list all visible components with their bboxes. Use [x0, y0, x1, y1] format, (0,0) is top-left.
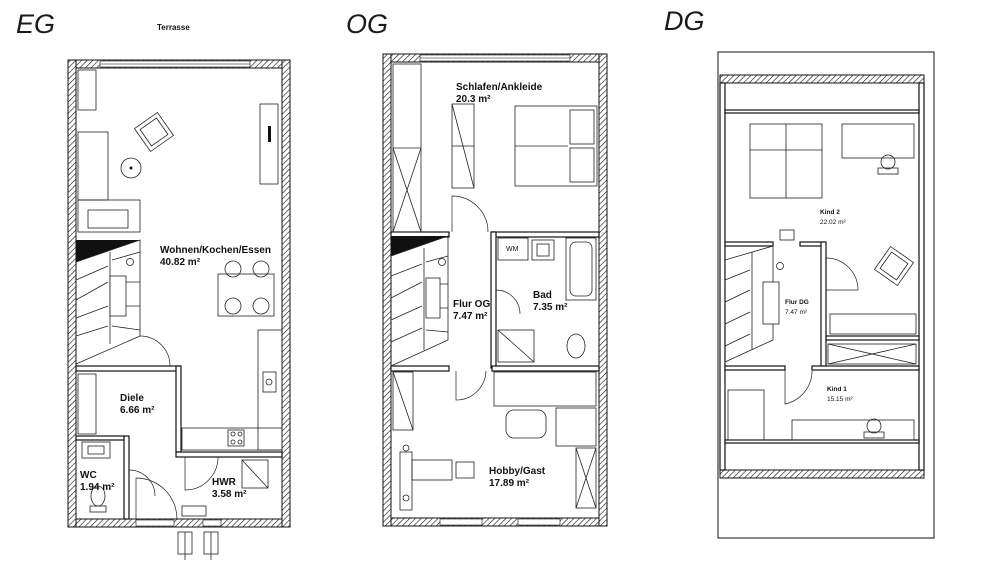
dg-furniture: [727, 123, 917, 441]
floor-eg-title: EG: [16, 9, 55, 39]
room-hobby-area: 17.89 m²: [489, 478, 530, 489]
room-kind2-area: 22.02 m²: [820, 219, 846, 226]
room-kind2-name: Kind 2: [820, 209, 840, 216]
og-interior-walls: [390, 231, 600, 372]
room-flur-dg-area: 7.47 m²: [785, 309, 808, 316]
room-flur-og-name: Flur OG: [453, 299, 490, 310]
eg-stairs: [75, 239, 141, 365]
room-kind1-area: 15.15 m²: [827, 396, 853, 403]
room-wc-name: WC: [80, 470, 97, 481]
room-diele-name: Diele: [120, 393, 144, 404]
floor-dg: DG: [664, 6, 935, 539]
room-schlafen-name: Schlafen/Ankleide: [456, 82, 543, 93]
og-stairs: [390, 235, 449, 367]
eg-outer-walls: [67, 59, 291, 528]
floor-dg-title: DG: [664, 6, 705, 36]
room-wohnen-name: Wohnen/Kochen/Essen: [160, 245, 271, 256]
room-diele-area: 6.66 m²: [120, 405, 155, 416]
room-hwr-area: 3.58 m²: [212, 489, 247, 500]
og-furniture: [392, 63, 598, 511]
dg-outline: [717, 51, 935, 539]
room-bad-name: Bad: [533, 290, 552, 301]
eg-furniture: [77, 69, 283, 560]
terrace-label: Terrasse: [157, 23, 190, 32]
dg-stairs: [724, 245, 784, 363]
room-bad-area: 7.35 m²: [533, 302, 568, 313]
floor-og-title: OG: [346, 9, 388, 39]
floor-eg: EG Terrasse: [16, 9, 291, 560]
og-outer-walls: [382, 53, 608, 527]
room-flur-og-area: 7.47 m²: [453, 311, 488, 322]
eg-interior-walls: [75, 365, 283, 520]
room-flur-dg-name: Flur DG: [785, 299, 809, 306]
dg-walls: [719, 74, 925, 479]
floor-og: OG: [346, 9, 608, 527]
room-hobby-name: Hobby/Gast: [489, 466, 546, 477]
room-wc-area: 1.94 m²: [80, 482, 115, 493]
room-hwr-name: HWR: [212, 477, 237, 488]
room-kind1-name: Kind 1: [827, 386, 847, 393]
room-wohnen-area: 40.82 m²: [160, 257, 201, 268]
appliance-wm: WM: [506, 246, 519, 253]
room-schlafen-area: 20.3 m²: [456, 94, 491, 105]
